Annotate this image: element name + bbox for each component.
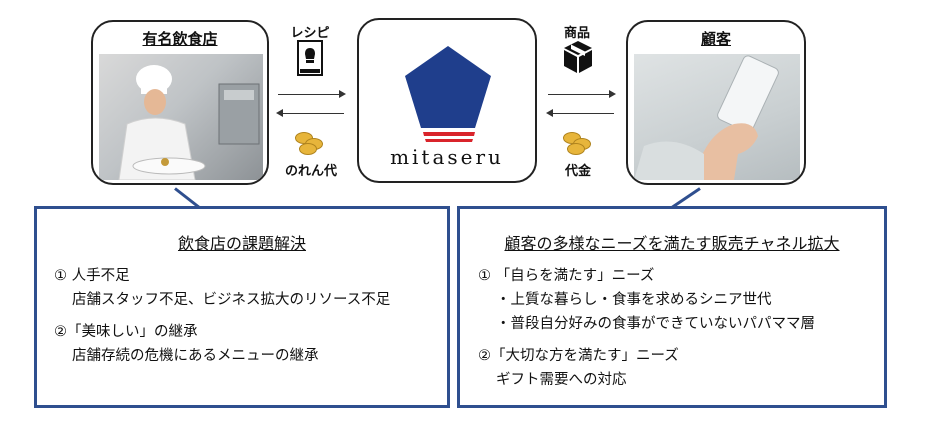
mitaseru-wordmark: mitaseru — [390, 145, 504, 169]
issue-1-detail: 店舗スタッフ不足、ビジネス拡大のリソース不足 — [72, 292, 391, 308]
restaurant-title: 有名飲食店 — [142, 30, 218, 48]
product-label: 商品 — [563, 26, 590, 41]
issue-1-heading: ① 人手不足 — [54, 268, 130, 284]
arrow-right-recipe — [278, 94, 342, 95]
mitaseru-logo — [403, 42, 493, 142]
need-2-detail: ギフト需要への対応 — [496, 372, 627, 388]
coins-icon — [563, 130, 593, 156]
need-2-heading: ②「大切な方を満たす」ニーズ — [478, 348, 679, 364]
restaurant-issues-title: 飲食店の課題解決 — [177, 234, 306, 253]
restaurant-card: 有名飲食店 — [91, 20, 269, 185]
customer-photo — [634, 54, 800, 180]
customer-card: 顧客 — [626, 20, 806, 185]
payment-label: 代金 — [564, 164, 591, 179]
coins-icon — [295, 130, 325, 156]
mitaseru-card: mitaseru — [357, 18, 537, 183]
arrow-right-product — [548, 94, 612, 95]
issue-2-heading: ②「美味しい」の継承 — [54, 324, 198, 340]
issue-2-detail: 店舗存続の危機にあるメニューの継承 — [72, 348, 319, 364]
restaurant-issues-panel: 飲食店の課題解決 ① 人手不足 店舗スタッフ不足、ビジネス拡大のリソース不足 ②… — [34, 206, 450, 408]
goodwill-fee-label: のれん代 — [284, 164, 337, 179]
need-1-heading: ① 「自らを満たす」ニーズ — [478, 268, 655, 284]
customer-needs-panel: 顧客の多様なニーズを満たす販売チャネル拡大 ① 「自らを満たす」ニーズ ・上質な… — [457, 206, 887, 408]
arrow-left-fee — [282, 113, 344, 114]
customer-needs-title: 顧客の多様なニーズを満たす販売チャネル拡大 — [504, 234, 840, 253]
need-1-item-1: ・上質な暮らし・食事を求めるシニア世代 — [496, 292, 772, 308]
need-1-item-2: ・普段自分好みの食事ができていないパパママ層 — [496, 316, 815, 332]
arrow-left-payment — [552, 113, 614, 114]
package-icon — [563, 40, 593, 74]
recipe-book-icon — [297, 40, 323, 76]
customer-title: 顧客 — [700, 30, 731, 48]
chef-photo — [99, 54, 263, 180]
recipe-label: レシピ — [290, 26, 330, 41]
